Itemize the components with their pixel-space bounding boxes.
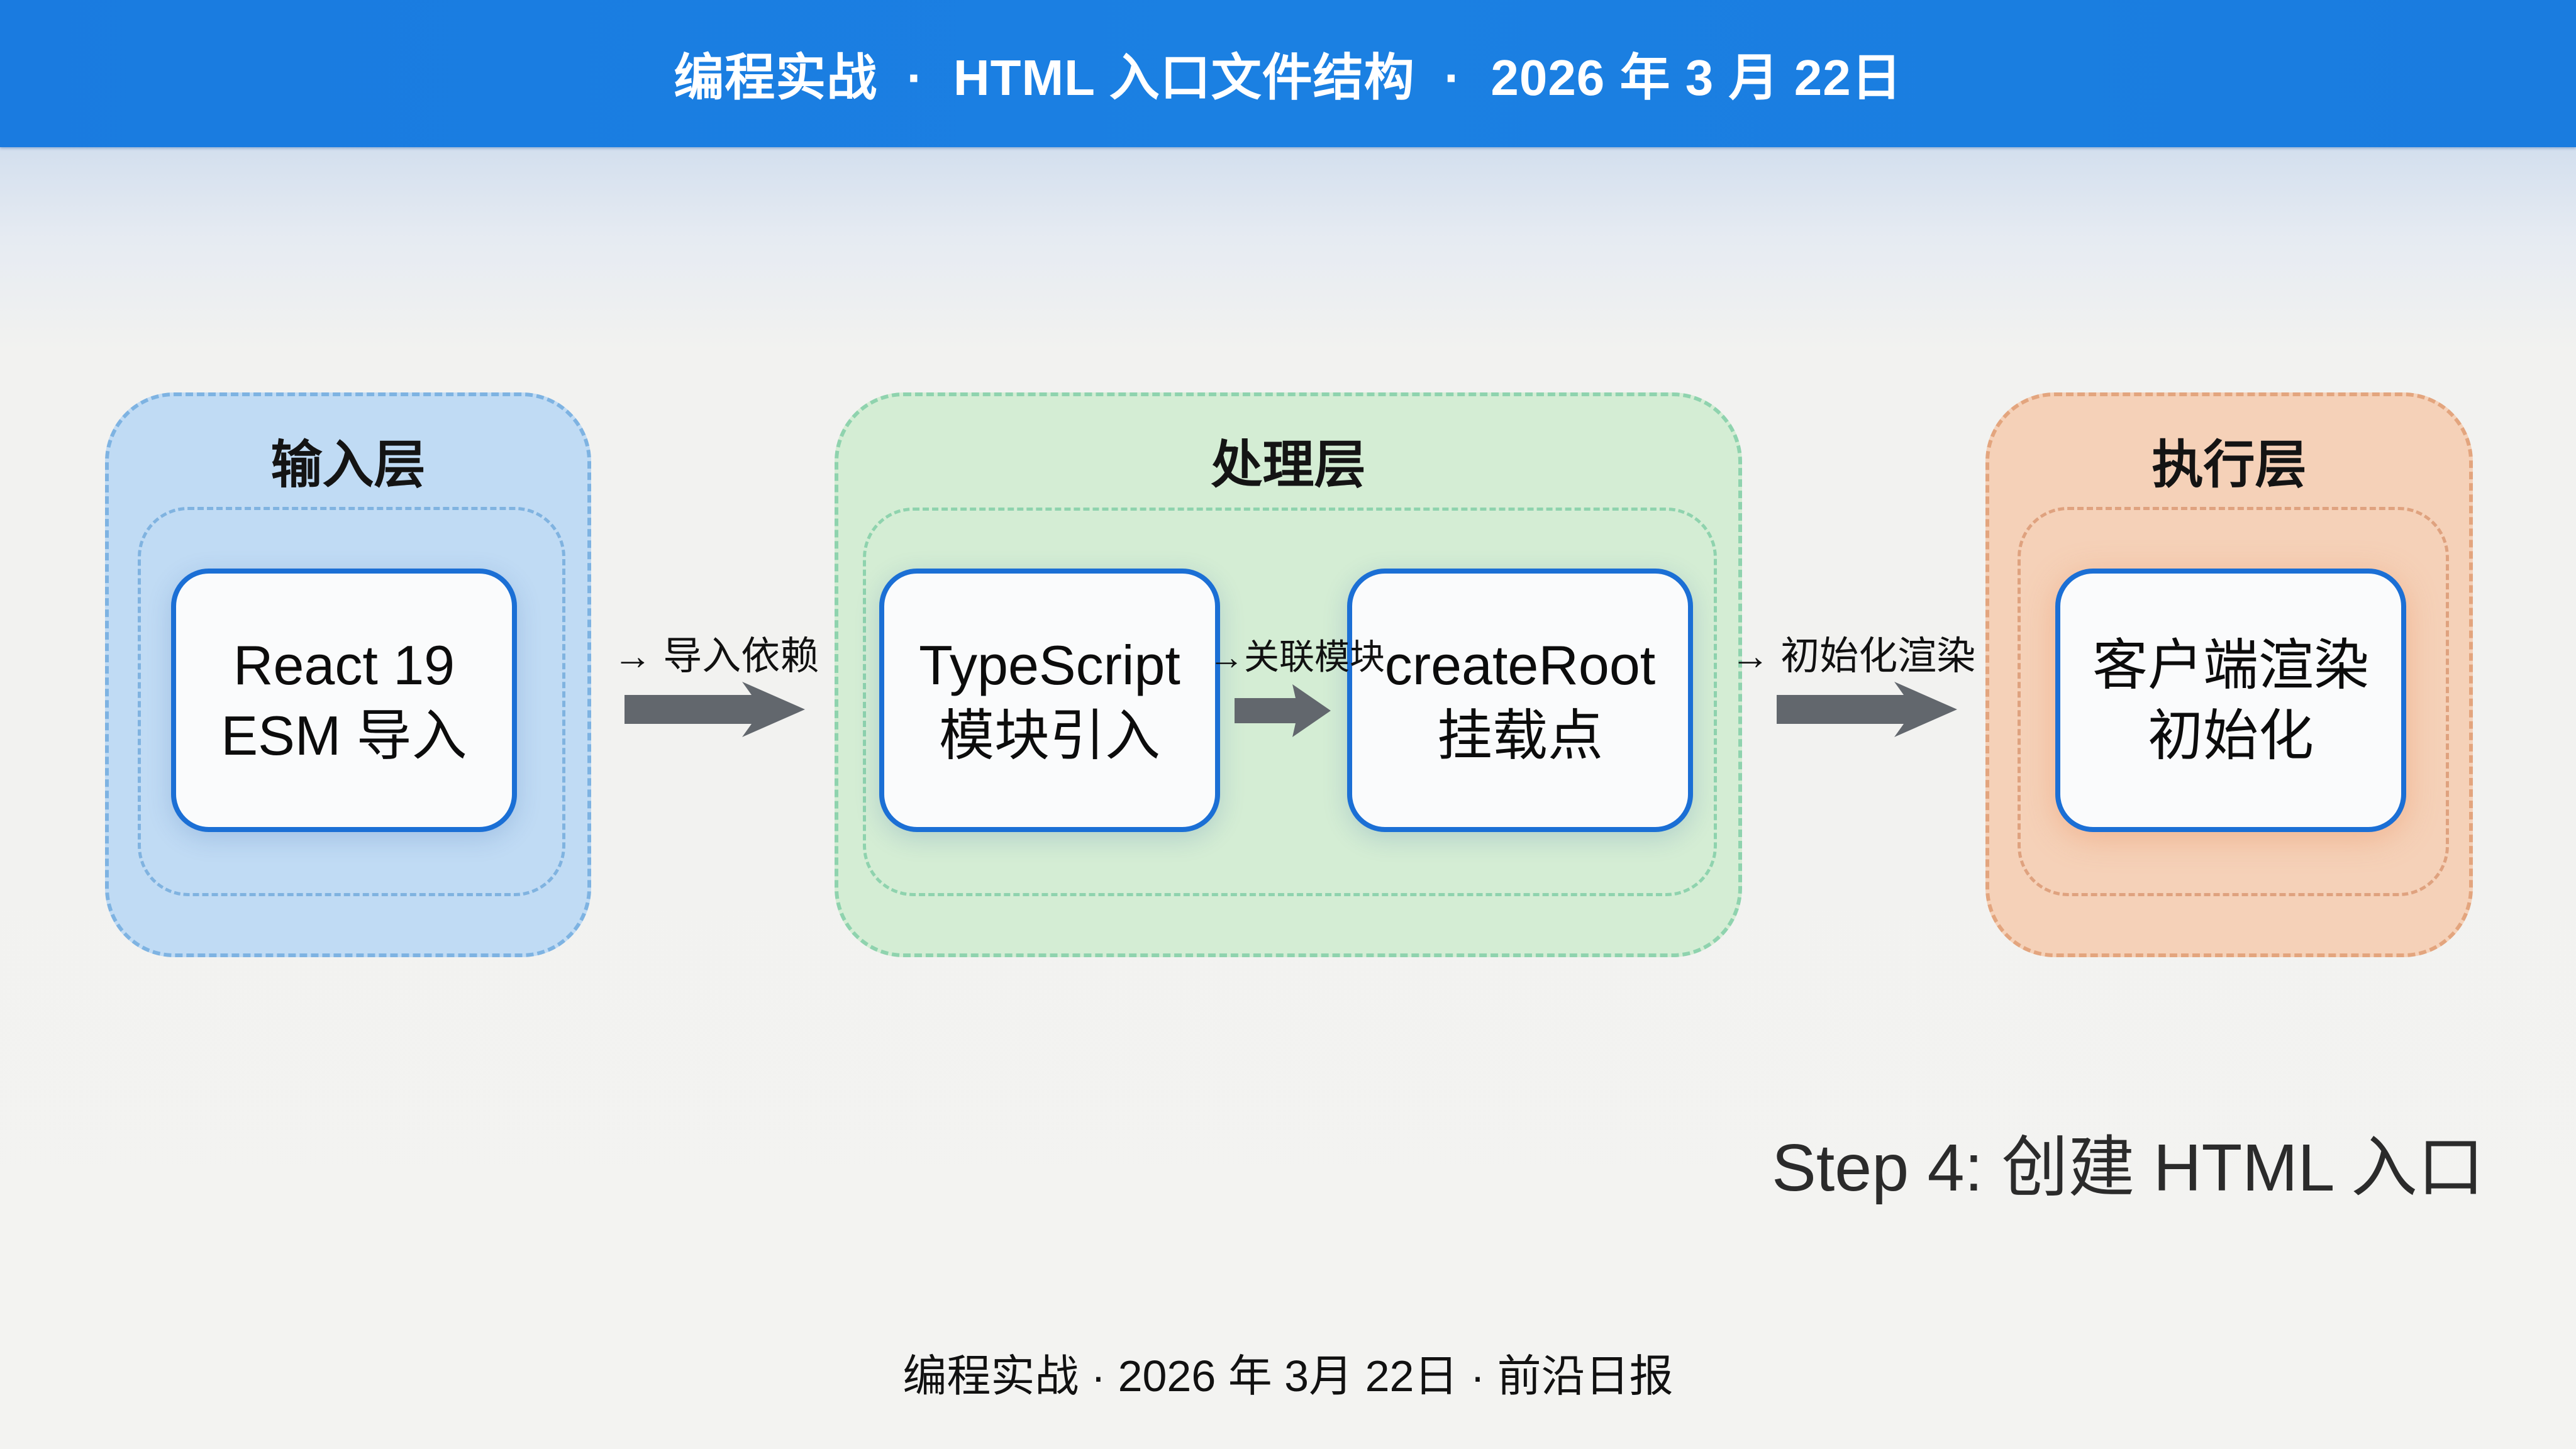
step-title: Step 4: 创建 HTML 入口	[1772, 1131, 2484, 1205]
card-line: 初始化	[2147, 704, 2314, 767]
header-bar: 编程实战 · HTML 入口文件结构 · 2026 年 3 月 22日	[0, 0, 2576, 147]
layer-title-input: 输入层	[270, 436, 426, 494]
card-line: 模块引入	[938, 704, 1160, 767]
input-layer-inner-group	[138, 507, 565, 896]
right-arrow-icon	[625, 682, 805, 737]
card-client-render-init[interactable]: 客户端渲染 初始化	[2055, 569, 2406, 832]
right-arrow-icon	[1235, 684, 1331, 737]
connector-label-import-deps: → 导入依赖	[613, 635, 819, 678]
connector-label-link-modules: →关联模块	[1209, 637, 1385, 677]
card-typescript-modules[interactable]: TypeScript 模块引入	[879, 569, 1220, 832]
right-arrow-icon	[1777, 682, 1957, 737]
card-react-esm[interactable]: React 19 ESM 导入	[171, 569, 517, 832]
card-line: 客户端渲染	[2092, 633, 2369, 696]
card-line: React 19	[233, 633, 455, 696]
execute-layer-inner-group	[2018, 507, 2449, 896]
card-createroot-mount[interactable]: createRoot 挂载点	[1347, 569, 1693, 832]
card-line: ESM 导入	[221, 704, 467, 767]
layer-title-process: 处理层	[1211, 436, 1366, 494]
card-line: createRoot	[1384, 633, 1656, 696]
layer-title-execute: 执行层	[2151, 436, 2307, 494]
footer-caption: 编程实战 · 2026 年 3月 22日 · 前沿日报	[902, 1352, 1674, 1401]
connector-label-init-render: → 初始化渲染	[1731, 635, 1976, 678]
process-layer-inner-group	[863, 508, 1717, 896]
card-line: 挂载点	[1436, 704, 1603, 767]
card-line: TypeScript	[919, 633, 1180, 696]
header-title: 编程实战 · HTML 入口文件结构 · 2026 年 3 月 22日	[674, 50, 1902, 106]
